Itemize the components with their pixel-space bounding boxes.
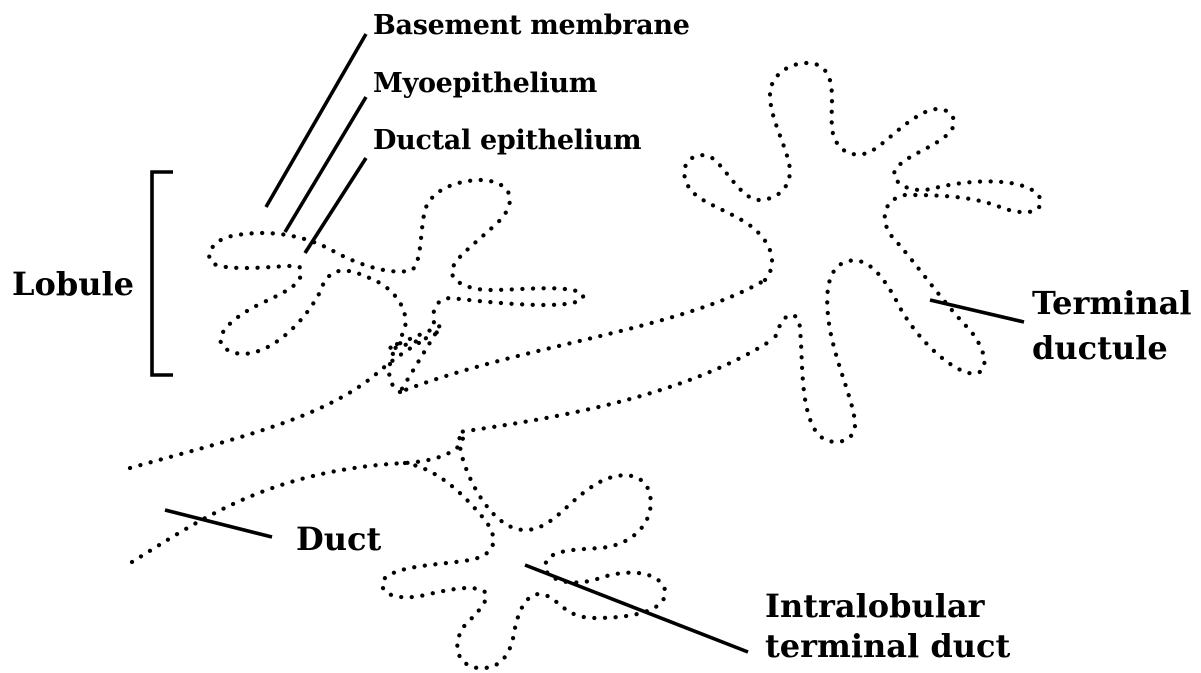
label-intralobular-line1: Intralobular	[765, 588, 985, 625]
label-intralobular-line2: terminal duct	[765, 628, 1010, 665]
label-terminal-ductule-line2: ductule	[1032, 330, 1168, 367]
lobule-bracket	[152, 172, 173, 375]
label-duct: Duct	[296, 521, 381, 558]
label-terminal-ductule-line1: Terminal	[1032, 285, 1192, 322]
ductal-epithelium-leader	[305, 158, 366, 253]
intralobular-terminal-duct-leader	[525, 565, 748, 652]
terminal-ductule-leader	[930, 300, 1024, 322]
label-ductal-epithelium: Ductal epithelium	[373, 125, 641, 156]
label-basement-membrane: Basement membrane	[373, 10, 690, 41]
duct-leader	[165, 510, 272, 537]
duct-upper-wall	[130, 280, 765, 468]
label-myoepithelium: Myoepithelium	[373, 68, 597, 99]
myoepithelium-leader	[285, 97, 366, 232]
label-lobule: Lobule	[12, 266, 134, 303]
lobule-lower-outline	[382, 432, 665, 668]
lobule-left-outline	[209, 180, 583, 392]
duct-lower-wall	[132, 338, 775, 562]
lobule-right-outline	[684, 63, 1040, 442]
